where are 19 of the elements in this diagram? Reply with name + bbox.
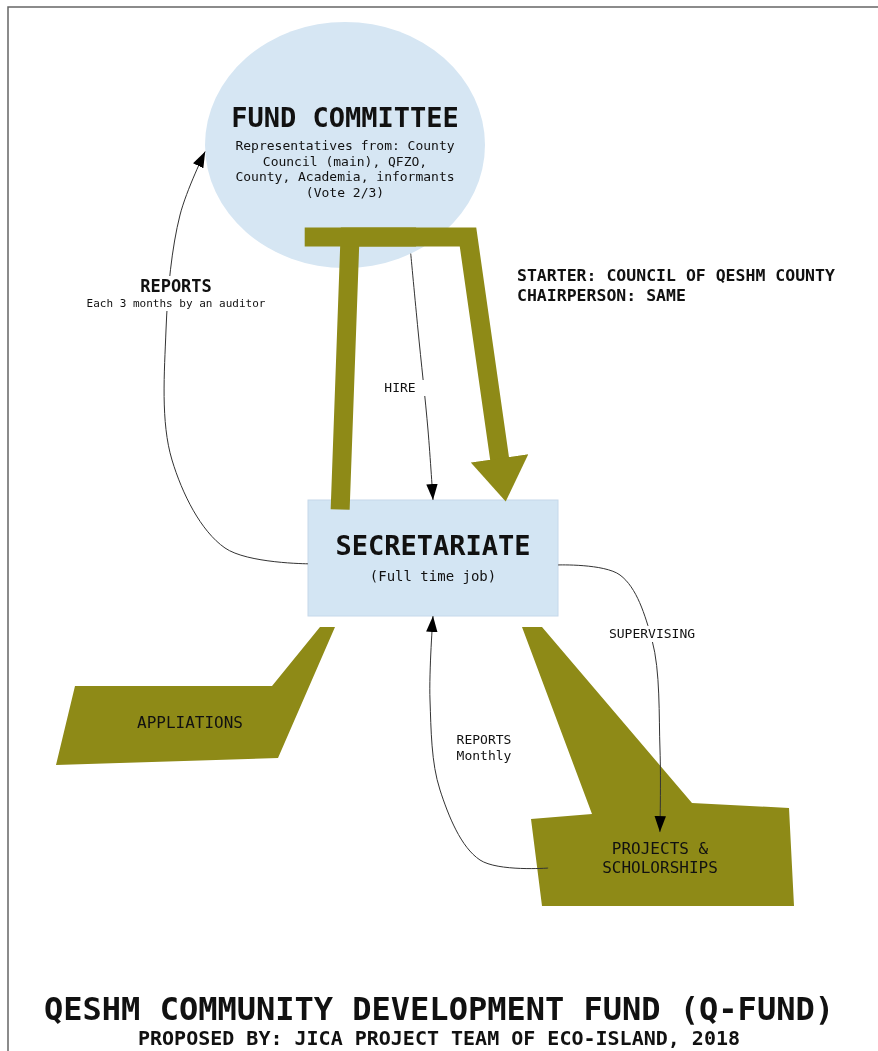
node-title: SECRETARIATE xyxy=(334,530,532,563)
node-text: Representatives from: County Council (main), QFZO, County, Academia, informants (Vote 2/3) xyxy=(234,138,456,201)
node-text: APPLIATIONS xyxy=(136,713,244,733)
note-text: CHAIRPERSON: SAME xyxy=(517,286,686,305)
arrow xyxy=(410,253,438,501)
committee-ellipse xyxy=(205,22,485,268)
arrow xyxy=(163,150,309,565)
projects-shape xyxy=(522,627,794,906)
applications-shape xyxy=(56,627,335,765)
arrow xyxy=(557,564,666,833)
node-text: (Full time job) xyxy=(368,568,498,585)
diagram-title: QESHM COMMUNITY DEVELOPMENT FUND (Q-FUND) xyxy=(43,990,835,1028)
note-text: STARTER: COUNCIL OF QESHM COUNTY xyxy=(517,266,835,285)
diagram-caption: PROPOSED BY: JICA PROJECT TEAM OF ECO-ISLAND, 2018 xyxy=(136,1026,742,1050)
arrow xyxy=(426,615,549,870)
thick-arrow xyxy=(304,227,529,502)
node-text: PROJECTS & SCHOLORSHIPS xyxy=(601,839,719,878)
secretariat-box xyxy=(308,500,558,616)
node-title: FUND COMMITTEE xyxy=(230,102,460,135)
